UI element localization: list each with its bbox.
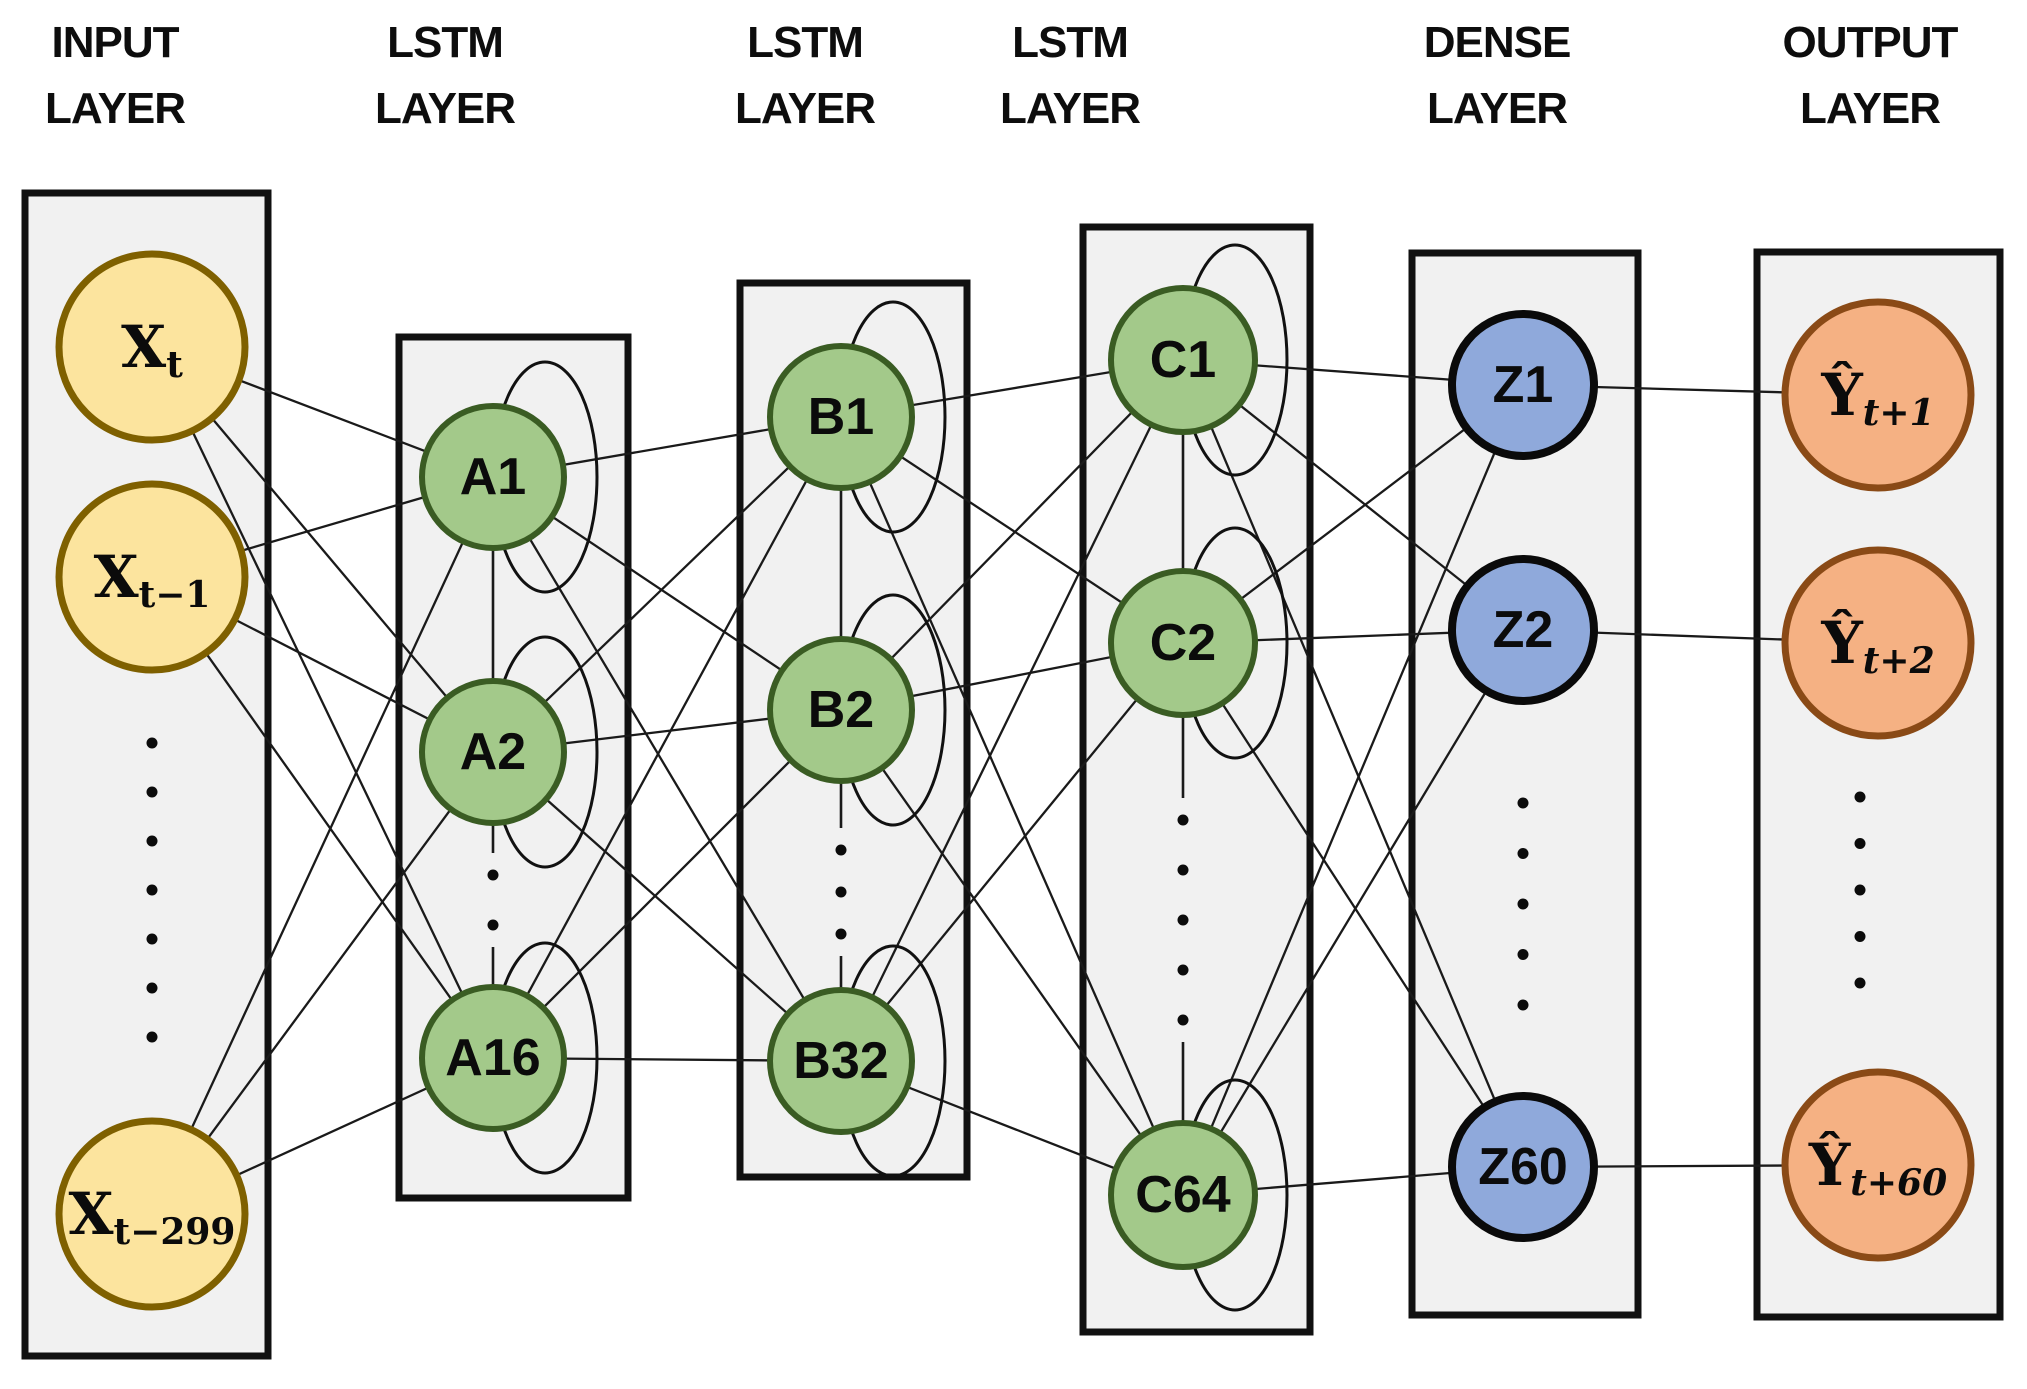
ellipsis-dot-input [146,835,158,847]
node-label-dense-1: Z1 [1493,356,1554,414]
node-label-lstm2-2: B2 [808,681,874,739]
node-label-lstm1-2: A2 [460,723,526,781]
edge-lstm2-lstm3 [840,642,1184,1062]
node-lstm3-1 [1108,285,1258,435]
node-label-input-1: Xt [121,313,183,386]
edge-lstm1-lstm2 [492,476,842,1062]
node-label-input-3: Xt−299 [69,1180,236,1253]
edge-input-lstm1 [150,476,495,1215]
ellipsis-dot-lstm3 [1177,914,1189,926]
header-line: LSTM [1012,18,1129,67]
edge-input-lstm1 [150,346,495,1059]
edge-lstm2-lstm3 [840,709,1184,1196]
edge-lstm1-lstm2 [492,751,842,1062]
ellipsis-dot-input [146,933,158,945]
header-input-layer: INPUT LAYER [0,10,275,142]
header-line: OUTPUT [1782,18,1959,67]
ellipsis-dot-lstm2 [835,928,847,940]
edge-lstm3-dense [1181,384,1525,1196]
ellipsis-dot-dense [1517,898,1529,910]
node-output-1 [1781,298,1975,492]
node-dense-1 [1448,310,1598,460]
edge-lstm1-lstm2 [492,709,842,1059]
header-line: LAYER [1799,84,1941,133]
node-label-lstm1-1: A1 [460,448,526,506]
ellipsis-dot-output [1854,838,1866,849]
node-lstm3-3 [1108,1120,1258,1270]
node-output-3 [1781,1068,1975,1262]
header-lstm-layer-2: LSTM LAYER [645,10,965,142]
header-line: LSTM [387,18,504,67]
header-line: LAYER [734,84,876,133]
ellipsis-dot-dense [1517,999,1529,1011]
node-label-lstm1-3: A16 [445,1029,540,1087]
header-dense-layer: DENSE LAYER [1337,10,1657,142]
header-line: LAYER [374,84,516,133]
header-line: DENSE [1423,18,1572,67]
header-lstm-layer-1: LSTM LAYER [285,10,605,142]
ellipsis-dot-output [1854,884,1866,896]
node-dense-3 [1448,1092,1598,1242]
header-output-layer: OUTPUT LAYER [1710,10,2027,142]
ellipsis-dot-dense [1517,949,1529,960]
node-lstm3-2 [1108,568,1258,718]
node-lstm2-2 [767,636,915,784]
node-label-dense-2: Z2 [1493,601,1554,659]
header-line: INPUT [51,18,180,67]
edge-input-lstm1 [151,576,494,1059]
ellipsis-dot-output [1854,977,1866,989]
ellipsis-dot-lstm1 [487,869,499,881]
edge-lstm3-dense [1181,359,1525,1168]
node-input-3 [55,1117,249,1311]
node-label-dense-3: Z60 [1478,1138,1568,1196]
node-input-1 [55,250,249,444]
header-line: LAYER [1426,84,1568,133]
ellipsis-dot-lstm3 [1177,964,1189,976]
node-label-output-1: Ŷt+1 [1820,361,1934,434]
node-lstm1-1 [419,403,567,551]
node-lstm1-2 [419,678,567,826]
ellipsis-dot-input [146,884,158,896]
node-lstm2-1 [767,343,915,491]
node-label-lstm3-1: C1 [1150,331,1216,389]
edge-lstm2-lstm3 [839,359,1185,1062]
ellipsis-dot-lstm3 [1177,814,1189,826]
node-label-lstm3-3: C64 [1135,1166,1230,1224]
edge-lstm1-lstm2 [492,416,842,753]
ellipsis-dot-lstm3 [1177,1014,1189,1026]
ellipsis-dot-lstm1 [487,919,499,931]
header-lstm-layer-3: LSTM LAYER [910,10,1230,142]
node-label-lstm3-2: C2 [1150,614,1216,672]
edge-lstm2-lstm3 [839,416,1185,1196]
ellipsis-dot-input [146,786,158,798]
ellipsis-dot-input [146,1031,158,1043]
node-input-2 [55,480,249,674]
edge-lstm3-dense [1182,642,1524,1168]
node-label-lstm2-1: B1 [808,388,874,446]
ellipsis-dot-lstm3 [1177,864,1189,876]
header-line: LAYER [999,84,1141,133]
ellipsis-dot-dense [1517,848,1529,859]
node-dense-2 [1448,555,1598,705]
ellipsis-dot-lstm2 [835,844,847,856]
node-output-2 [1781,546,1975,740]
ellipsis-dot-input [146,982,158,994]
header-line: LAYER [44,84,186,133]
node-label-input-2: Xt−1 [94,543,211,616]
header-line: LSTM [747,18,864,67]
edge-lstm1-lstm2 [491,416,843,1059]
node-label-output-3: Ŷt+60 [1808,1131,1947,1204]
node-label-lstm2-3: B32 [793,1032,888,1090]
node-lstm1-3 [419,984,567,1132]
ellipsis-dot-dense [1517,797,1529,809]
ellipsis-dot-output [1854,791,1866,803]
node-lstm2-3 [767,987,915,1135]
ellipsis-dot-output [1854,931,1866,942]
node-label-output-2: Ŷt+2 [1820,609,1934,682]
ellipsis-dot-lstm2 [835,886,847,898]
ellipsis-dot-input [146,737,158,749]
edge-lstm2-lstm3 [840,359,1184,711]
edge-lstm3-dense [1182,629,1524,1196]
